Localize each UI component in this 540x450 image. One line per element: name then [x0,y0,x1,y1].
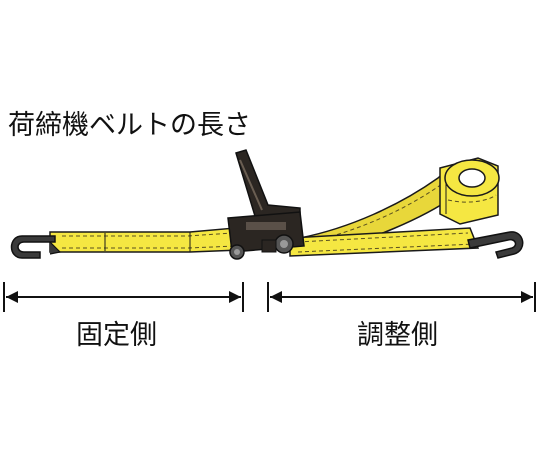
diagram-title: 荷締機ベルトの長さ [8,110,251,141]
fixed-side-dimension [3,282,244,312]
adjust-side-belt [289,227,480,257]
adjust-side-dimension [267,282,536,312]
left-hook-icon [10,235,62,259]
ratchet-buckle-icon [227,149,305,260]
fixed-side-belt [49,227,241,253]
fixed-side-label: 固定側 [76,320,157,351]
adjust-side-label: 調整側 [357,320,438,351]
right-hook-icon [467,231,524,259]
